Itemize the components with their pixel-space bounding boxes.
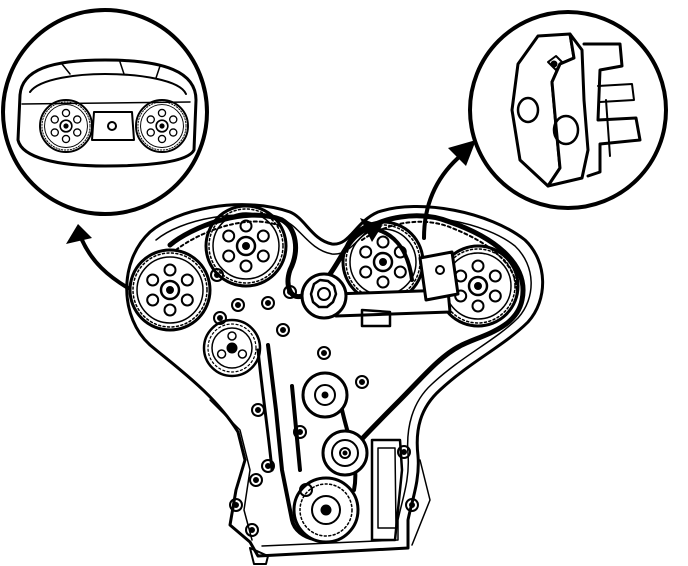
- callout-arrows: [66, 140, 476, 290]
- camshaft-locking-bar: [332, 250, 460, 328]
- callout-arrow-right: [422, 156, 460, 240]
- camshaft-sprockets-detail: [1, 8, 209, 216]
- water-pump: [202, 318, 262, 378]
- crankshaft-sprocket: [292, 476, 360, 544]
- engine-front-cover: [125, 203, 545, 565]
- callout-arrow-left: [80, 238, 130, 290]
- belt-tensioner: [300, 272, 348, 320]
- idler-pulleys: [301, 371, 369, 477]
- camshaft-locking-tool-detail: [468, 10, 668, 210]
